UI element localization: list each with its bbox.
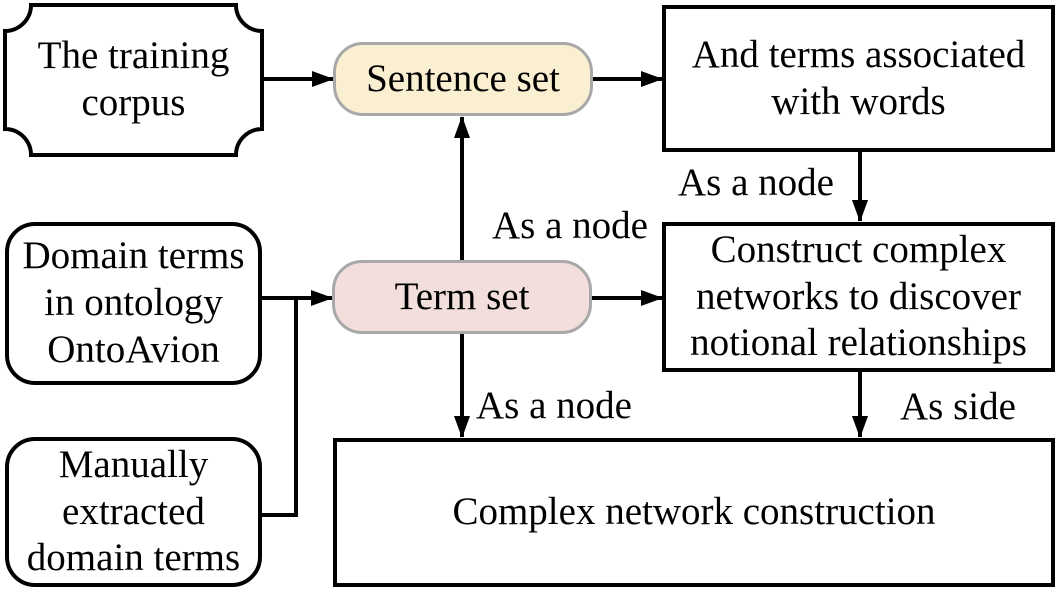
node-training-corpus: The training corpus [37, 34, 230, 124]
edge-label-as-a-node-top: As a node [678, 161, 834, 204]
edge-label-as-a-node-mid: As a node [492, 204, 648, 247]
node-complex-network: Complex network construction [333, 438, 1055, 587]
connector-manualterms-junction [262, 298, 298, 517]
training-corpus-shape [3, 3, 264, 157]
node-term-set: Term set [332, 260, 592, 334]
node-sentence-set: Sentence set [333, 42, 593, 116]
edge-label-as-a-node-bottom: As a node [476, 384, 632, 427]
node-and-terms: And terms associated with words [662, 5, 1055, 152]
node-construct-networks: Construct complex networks to discover n… [662, 222, 1055, 372]
node-manual-terms: Manually extracted domain terms [5, 437, 262, 587]
node-domain-terms: Domain terms in ontology OntoAvion [5, 222, 262, 385]
edge-label-as-side: As side [900, 385, 1016, 428]
